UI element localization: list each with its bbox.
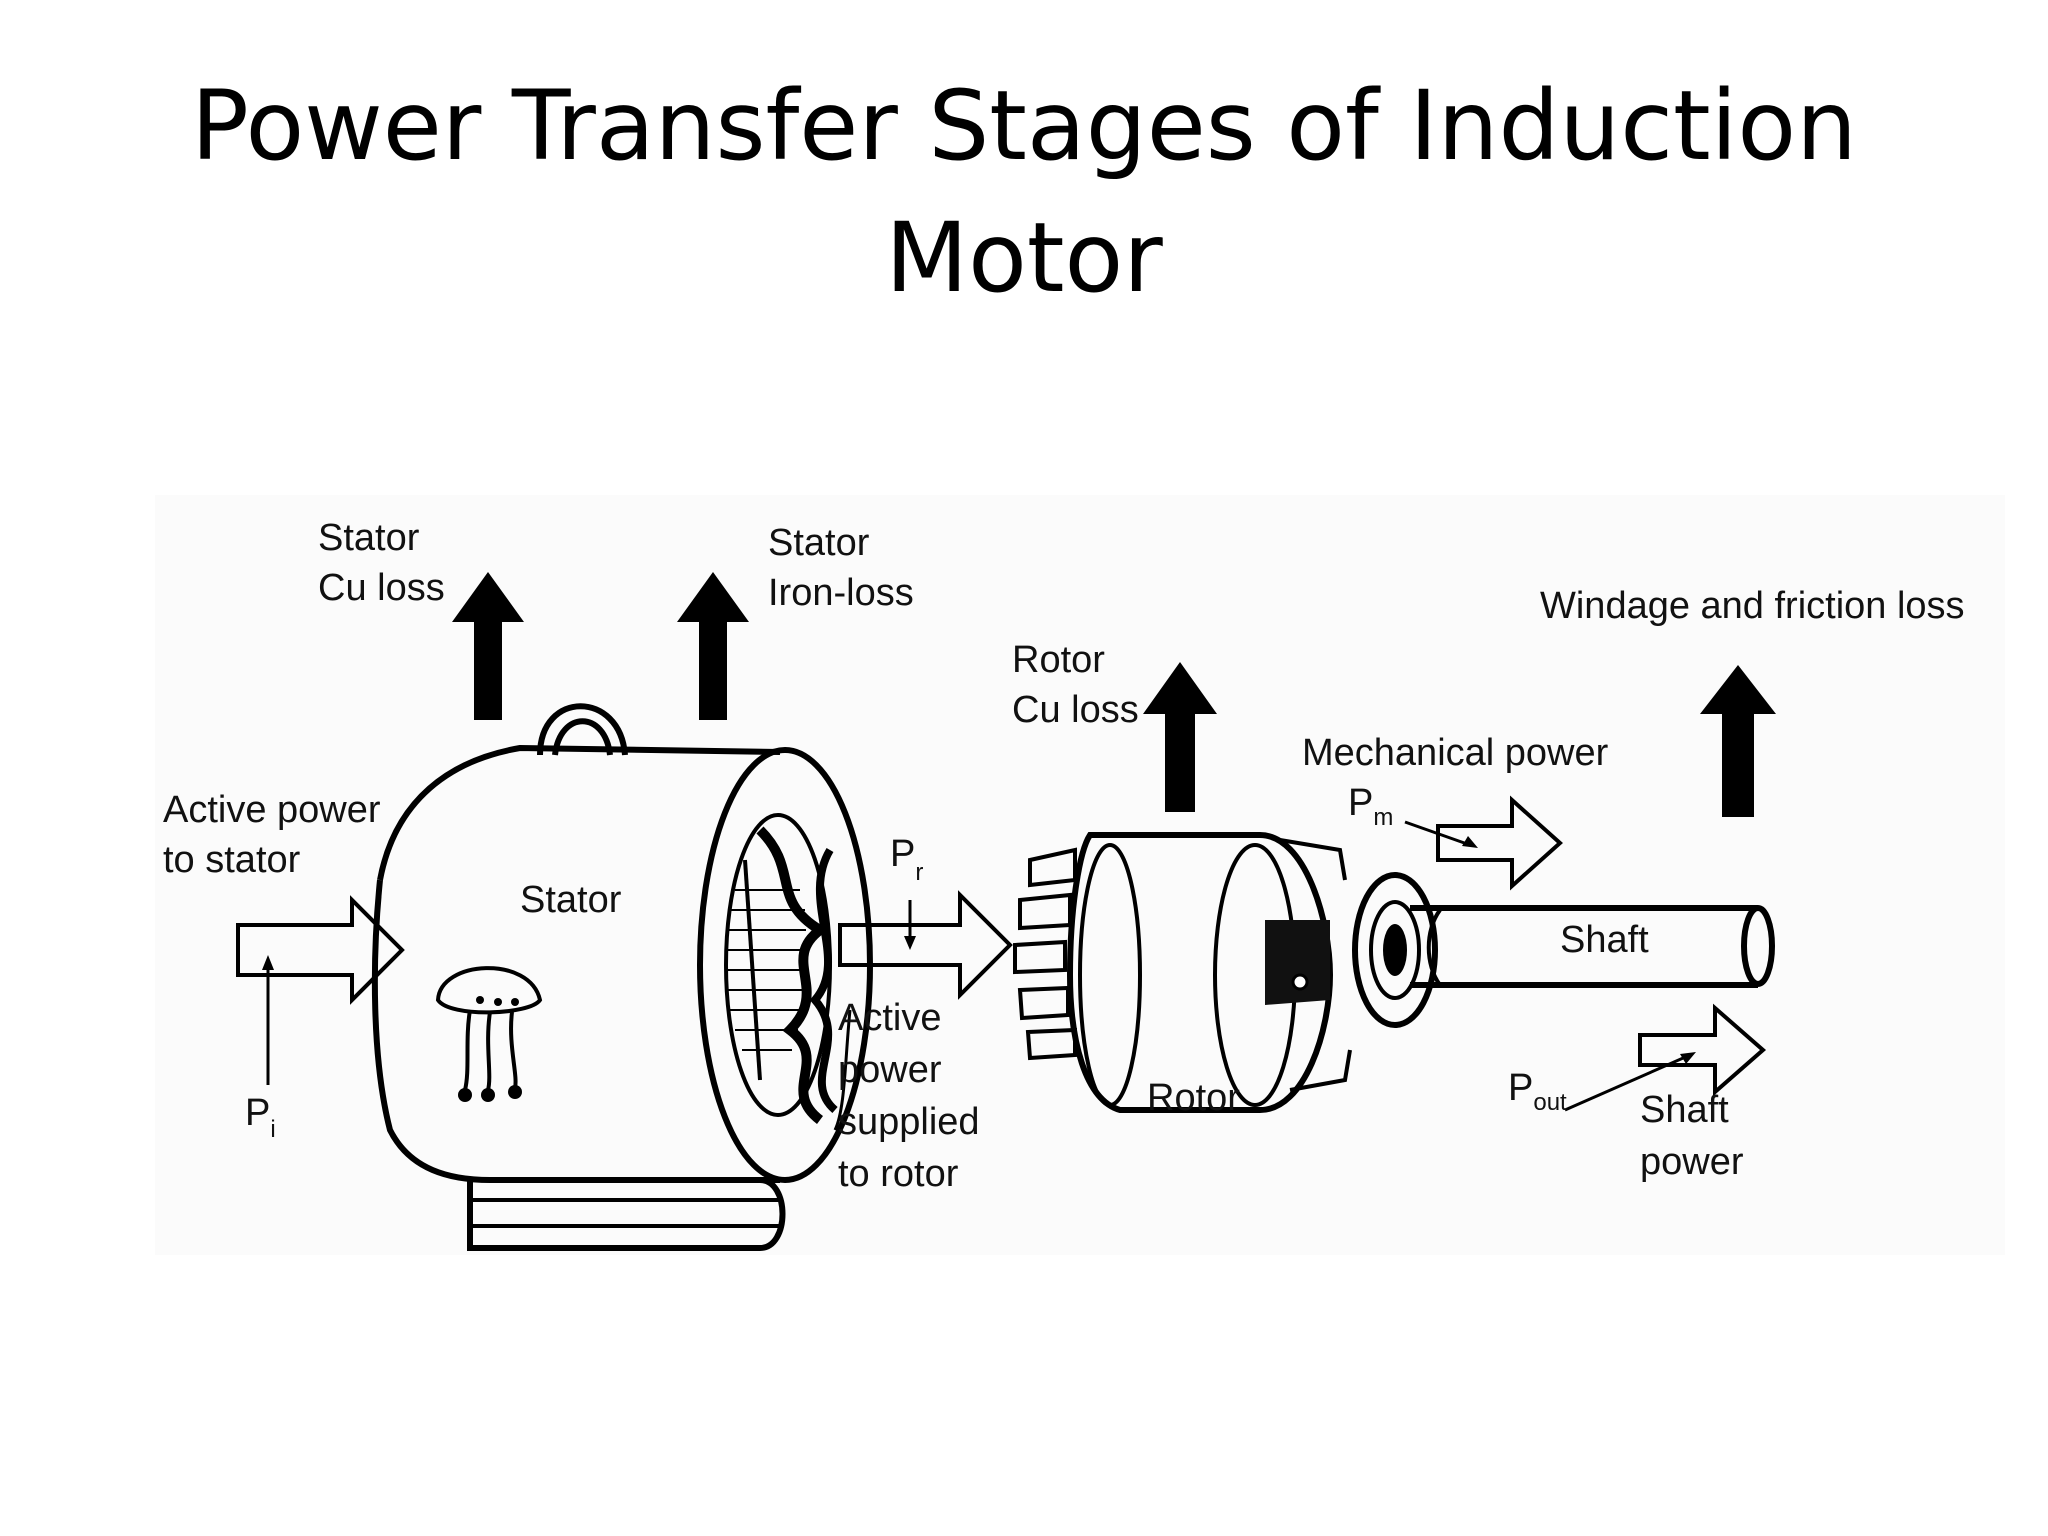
- active-power-to-stator-label-line1: Active power: [163, 789, 381, 831]
- mechanical-power-arrow: [1404, 795, 1563, 891]
- rotor-cu-loss-label-line2: Cu loss: [1012, 689, 1139, 731]
- pout-main: P: [1508, 1067, 1533, 1109]
- windage-friction-loss-label: Windage and friction loss: [1540, 585, 1965, 627]
- shaft: [1410, 905, 1775, 988]
- stator-cu-loss-arrow: [452, 572, 524, 720]
- active-power-rotor-label-line1: Active: [838, 997, 941, 1039]
- active-power-rotor-label-line3: supplied: [838, 1101, 980, 1143]
- stator-cu-loss-label-line1: Stator: [318, 517, 420, 559]
- active-power-rotor-label-line2: power: [838, 1049, 942, 1091]
- pm-symbol: Pm: [1348, 782, 1393, 831]
- title-line-2: Motor: [885, 202, 1163, 314]
- stator-iron-loss-label-line1: Stator: [768, 522, 870, 564]
- shaft-power-label-line1: Shaft: [1640, 1089, 1729, 1131]
- shaft-label: Shaft: [1560, 919, 1649, 961]
- active-power-rotor-label-line4: to rotor: [838, 1153, 959, 1195]
- pi-symbol: Pi: [245, 1092, 276, 1143]
- shaft-power-label-line2: power: [1640, 1141, 1744, 1183]
- rotor-cu-loss-label-line1: Rotor: [1012, 639, 1105, 681]
- rotor-label: Rotor: [1147, 1077, 1240, 1119]
- active-power-to-stator-label-line2: to stator: [163, 839, 301, 881]
- pr-sub: r: [915, 859, 923, 886]
- stator-iron-loss-arrow: [677, 572, 749, 720]
- windage-friction-loss-arrow: [1700, 665, 1776, 817]
- stator-iron-loss-label-line2: Iron-loss: [768, 572, 914, 614]
- pout-sub: out: [1533, 1089, 1567, 1116]
- shaft-power-arrow: [1564, 1003, 1767, 1112]
- stator-label: Stator: [520, 879, 622, 921]
- active-power-input-arrow: [236, 895, 405, 1085]
- mechanical-power-label: Mechanical power: [1302, 732, 1609, 774]
- rotor-body: [1013, 832, 1438, 1113]
- title-line-1: Power Transfer Stages of Induction: [191, 70, 1857, 182]
- stator-cu-loss-label-line2: Cu loss: [318, 567, 445, 609]
- pi-main: P: [245, 1092, 270, 1134]
- pr-main: P: [890, 833, 915, 875]
- pm-main: P: [1348, 782, 1373, 824]
- rotor-cu-loss-arrow: [1143, 662, 1217, 812]
- pr-symbol: Pr: [890, 833, 923, 886]
- slide-title: Power Transfer Stages of Induction Motor: [0, 60, 2048, 324]
- pout-symbol: Pout: [1508, 1067, 1567, 1116]
- pm-sub: m: [1373, 804, 1393, 831]
- pi-sub: i: [270, 1116, 275, 1143]
- air-gap-power-arrow: [833, 890, 1013, 1131]
